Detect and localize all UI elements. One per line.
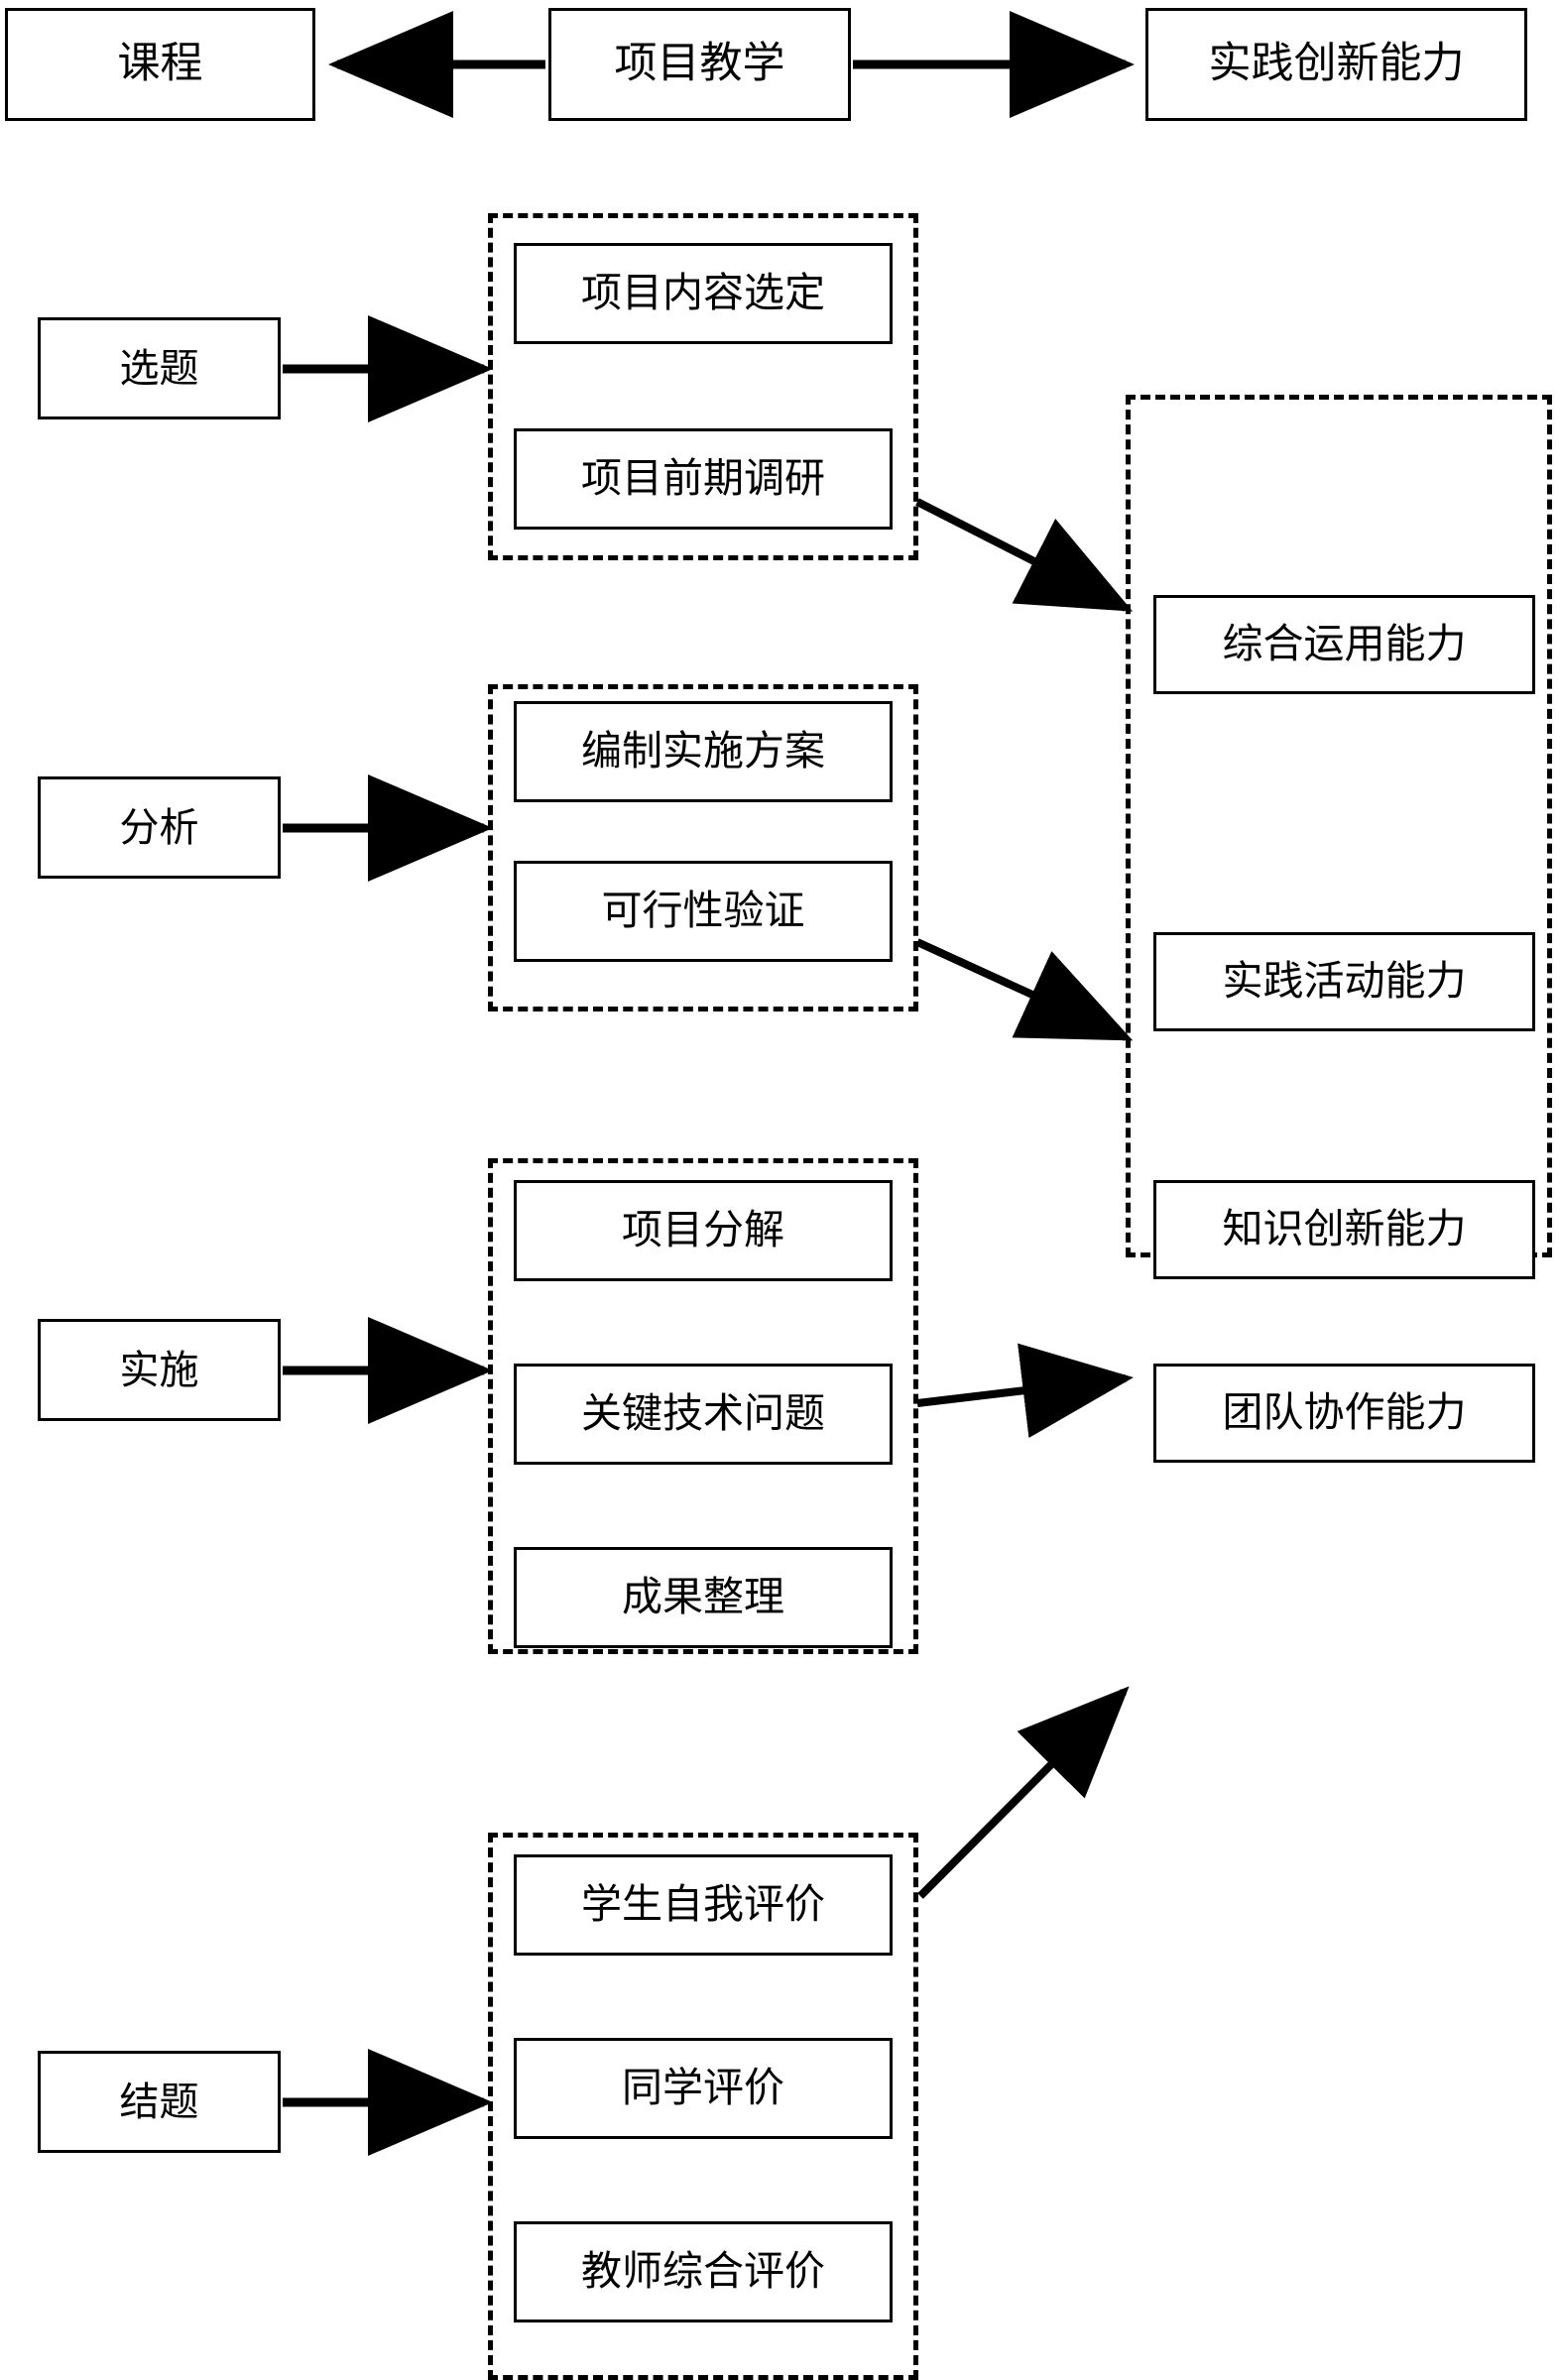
dashed-group-abilities (1126, 395, 1552, 1257)
node-ability-1: 实践活动能力 (1153, 932, 1535, 1031)
node-stage-2-label: 实施 (119, 1347, 199, 1392)
node-project-teaching: 项目教学 (548, 8, 851, 121)
node-stage-1: 分析 (38, 776, 281, 879)
node-task-1-1: 可行性验证 (514, 861, 893, 962)
node-stage-2: 实施 (38, 1319, 281, 1421)
arrow-group-0-to-abilities (915, 498, 1134, 612)
node-task-3-2-label: 教师综合评价 (581, 2248, 825, 2295)
node-stage-0: 选题 (38, 317, 281, 419)
node-ability-3-label: 团队协作能力 (1222, 1389, 1467, 1436)
node-task-2-1: 关键技术问题 (514, 1364, 893, 1465)
node-ability-3: 团队协作能力 (1153, 1364, 1535, 1463)
arrow-group-2-to-abilities (916, 1343, 1134, 1438)
node-practice-innovation-ability: 实践创新能力 (1145, 8, 1527, 121)
node-stage-3-label: 结题 (119, 2079, 199, 2124)
node-task-2-0-label: 项目分解 (622, 1207, 784, 1253)
node-task-0-1-label: 项目前期调研 (581, 455, 825, 502)
node-task-1-0-label: 编制实施方案 (581, 728, 825, 774)
arrow-group-1-to-abilities (915, 938, 1134, 1041)
node-task-3-0-label: 学生自我评价 (581, 1881, 825, 1928)
node-task-0-0-label: 项目内容选定 (581, 270, 825, 316)
node-task-3-1: 同学评价 (514, 2038, 893, 2139)
node-task-2-0: 项目分解 (514, 1180, 893, 1281)
node-course-label: 课程 (117, 41, 203, 88)
node-task-1-0: 编制实施方案 (514, 701, 893, 802)
node-stage-3: 结题 (38, 2051, 281, 2153)
node-stage-1-label: 分析 (119, 804, 199, 850)
node-task-0-0: 项目内容选定 (514, 243, 893, 344)
node-course: 课程 (5, 8, 315, 121)
node-ability-1-label: 实践活动能力 (1222, 958, 1467, 1005)
node-task-0-1: 项目前期调研 (514, 428, 893, 530)
node-ability-2-label: 知识创新能力 (1222, 1206, 1467, 1252)
node-task-2-2-label: 成果整理 (622, 1574, 784, 1620)
node-task-3-0: 学生自我评价 (514, 1854, 893, 1956)
node-practice-innovation-ability-label: 实践创新能力 (1208, 41, 1465, 88)
node-ability-2: 知识创新能力 (1153, 1180, 1535, 1279)
node-ability-0-label: 综合运用能力 (1222, 621, 1467, 667)
arrow-group-3-to-abilities (917, 1686, 1130, 1899)
node-task-1-1-label: 可行性验证 (601, 888, 805, 934)
node-ability-0: 综合运用能力 (1153, 595, 1535, 694)
node-stage-0-label: 选题 (119, 345, 199, 391)
node-task-3-2: 教师综合评价 (514, 2221, 893, 2322)
node-task-3-1-label: 同学评价 (622, 2065, 784, 2111)
node-project-teaching-label: 项目教学 (614, 41, 785, 88)
node-task-2-2: 成果整理 (514, 1547, 893, 1648)
node-task-2-1-label: 关键技术问题 (581, 1390, 825, 1437)
